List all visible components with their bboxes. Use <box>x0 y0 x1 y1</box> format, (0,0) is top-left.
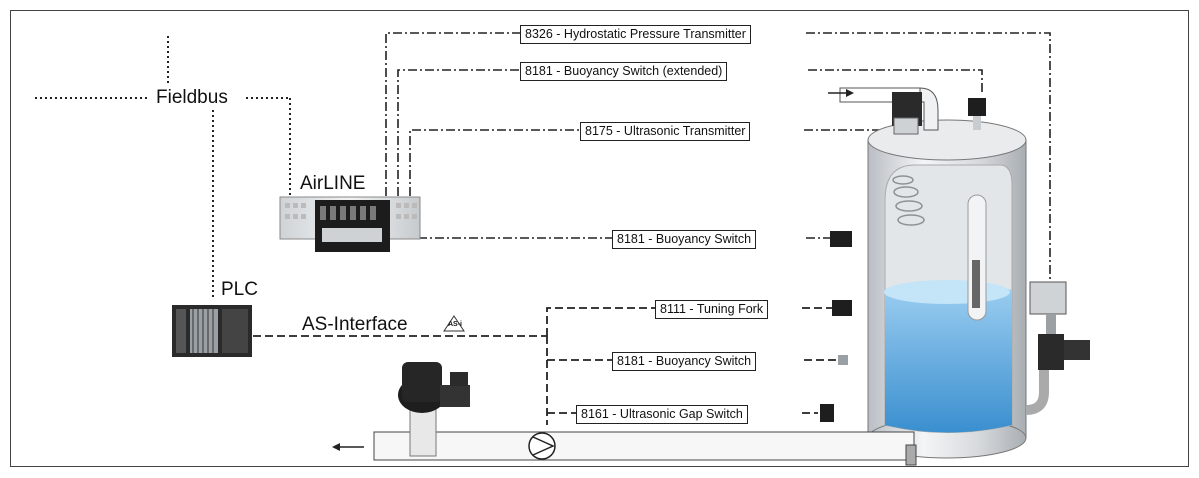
as-interface-logo <box>443 315 465 332</box>
fieldbus-label: Fieldbus <box>154 87 230 109</box>
airline-label: AirLINE <box>300 173 366 194</box>
device-8161-label: 8161 - Ultrasonic Gap Switch <box>576 405 748 424</box>
tank-top-devices <box>828 87 986 135</box>
as-interface-lines <box>253 307 838 425</box>
side-sensors <box>820 231 852 422</box>
process-valve <box>398 362 470 457</box>
device-8175-label: 8175 - Ultrasonic Transmitter <box>580 122 751 141</box>
device-8181-extended-label: 8181 - Buoyancy Switch (extended) <box>520 62 728 81</box>
bottom-pipe <box>332 431 917 466</box>
airline-signal-lines <box>385 32 1051 282</box>
fieldbus-lines <box>35 36 291 300</box>
pressure-transmitter <box>1025 281 1090 415</box>
diagram-frame <box>10 10 1189 467</box>
tank <box>867 119 1027 459</box>
airline-valve-island <box>279 196 421 252</box>
as-interface-logo-text: AS-i <box>448 321 462 328</box>
as-interface-label: AS-Interface <box>302 314 408 335</box>
plc-device <box>172 305 252 357</box>
device-8181-a-label: 8181 - Buoyancy Switch <box>612 230 757 249</box>
pump-icon <box>528 432 556 460</box>
device-8181-b-label: 8181 - Buoyancy Switch <box>612 352 757 371</box>
device-8111-label: 8111 - Tuning Fork <box>655 300 769 319</box>
device-8326-label: 8326 - Hydrostatic Pressure Transmitter <box>520 25 751 44</box>
plc-label: PLC <box>221 279 258 300</box>
